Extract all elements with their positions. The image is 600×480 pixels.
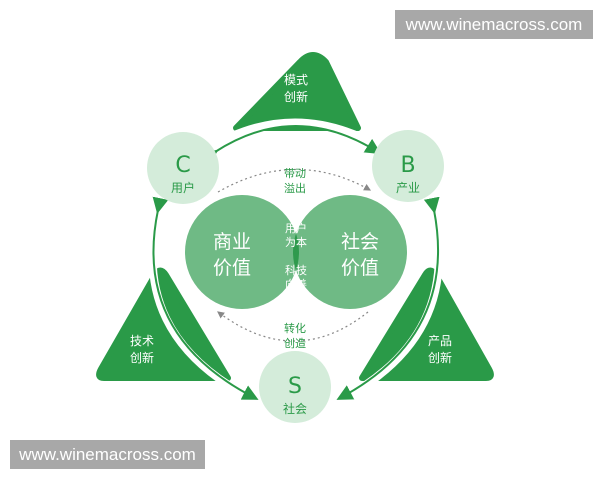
venn-right-line2: 价值 (341, 257, 379, 279)
venn-left-line1: 商业 (213, 231, 251, 253)
triangle-left-line2: 创新 (130, 350, 154, 365)
triangle-top-line1: 模式 (284, 73, 308, 87)
dashed-arrow-bottom (217, 311, 369, 342)
node-b-circle (372, 130, 444, 202)
venn-left (185, 195, 299, 309)
flow-top-line1: 带动 (284, 167, 306, 180)
venn-center-line4: 向善 (285, 277, 307, 291)
node-s-letter: S (288, 374, 302, 399)
arrow-left (152, 196, 259, 400)
node-s-label: 社会 (283, 401, 307, 416)
venn-right-line1: 社会 (341, 231, 379, 253)
flow-top-line2: 溢出 (284, 181, 306, 195)
node-s-circle (259, 351, 331, 423)
node-b-label: 产业 (396, 181, 420, 195)
watermark-top-right: www.winemacross.com (395, 10, 593, 39)
node-c-label: 用户 (171, 180, 195, 195)
venn-center-line3: 科技 (285, 263, 307, 277)
triangle-right-line2: 创新 (428, 350, 452, 365)
venn-left-line2: 价值 (213, 257, 251, 279)
flow-bottom-line2: 创造 (284, 336, 306, 350)
triangle-right-line1: 产品 (428, 334, 452, 348)
triangle-top-line2: 创新 (284, 89, 308, 104)
venn-right (293, 195, 407, 309)
watermark-bottom-left: www.winemacross.com (10, 440, 205, 469)
node-c-circle (147, 132, 219, 204)
dashed-arrow-top (217, 168, 372, 193)
arrow-top (200, 125, 382, 166)
arrow-right (336, 196, 440, 400)
venn-center-line1: 用户 (285, 221, 307, 235)
venn-center-line2: 为本 (285, 235, 307, 249)
node-b-letter: B (400, 153, 415, 178)
node-c-letter: C (175, 153, 190, 178)
flow-bottom-line1: 转化 (284, 321, 306, 335)
triangle-top (233, 52, 361, 131)
triangle-left-line1: 技术 (130, 334, 154, 348)
